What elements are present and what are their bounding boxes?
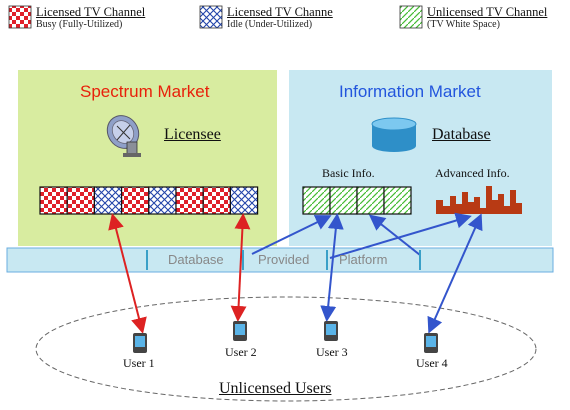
platform-crossings: [146, 250, 421, 270]
white-space-channel: [383, 186, 412, 215]
database-label: Database: [432, 126, 491, 143]
arrow-licensee-user1: [108, 213, 147, 334]
arrow-basic-user4: [368, 214, 421, 256]
legend-subtitle-busy: Busy (Fully-Utilized): [36, 19, 123, 30]
licensee-label: Licensee: [164, 126, 221, 143]
platform-word-database: Database: [168, 252, 224, 267]
platform-word-platform: Platform: [339, 252, 388, 267]
basic-info-channel-bar: [302, 186, 412, 215]
platform-word-provided: Provided: [258, 252, 310, 267]
white-space-channel: [329, 186, 358, 215]
busy-channel: [66, 186, 95, 215]
user-4-label: User 4: [416, 356, 448, 370]
basic-info-label: Basic Info.: [322, 166, 375, 180]
legend-title-busy: Licensed TV Channel: [36, 5, 146, 19]
unlicensed-users-label: Unlicensed Users: [219, 380, 332, 397]
user-2-label: User 2: [225, 345, 257, 359]
white-space-channel: [356, 186, 385, 215]
legend-title-white-space: Unlicensed TV Channel: [427, 5, 548, 19]
busy-channel: [175, 186, 204, 215]
satellite-dish-icon: [106, 115, 141, 157]
legend-title-idle: Licensed TV Channe: [227, 5, 333, 19]
legend-swatch-idle: [199, 5, 223, 29]
legend-swatch-white-space: [399, 5, 423, 29]
advanced-info-label: Advanced Info.: [435, 166, 510, 180]
unlicensed-users-ellipse: [35, 296, 537, 402]
white-space-channel: [302, 186, 331, 215]
idle-channel: [93, 186, 123, 215]
arrow-advanced-user4: [427, 213, 483, 334]
idle-channel: [148, 186, 177, 215]
information-market-title: Information Market: [339, 82, 481, 101]
user-3-label: User 3: [316, 345, 348, 359]
busy-channel: [120, 186, 150, 215]
legend-subtitle-white-space: (TV White Space): [427, 19, 500, 30]
busy-channel: [39, 186, 68, 215]
busy-channel: [202, 186, 231, 215]
legend-subtitle-idle: Idle (Under-Utilized): [227, 19, 313, 30]
phone-icon-user3: [324, 321, 338, 341]
user-1-label: User 1: [123, 356, 155, 370]
spectrum-market-title: Spectrum Market: [80, 82, 210, 101]
database-icon: [371, 117, 417, 152]
phone-icon-user2: [233, 321, 247, 341]
arrow-basic-user2: [251, 215, 332, 255]
advanced-info-icon: [436, 186, 522, 214]
arrow-basic-user3: [320, 213, 344, 322]
phone-icon-user4: [424, 333, 438, 353]
legend-swatch-busy: [8, 5, 32, 29]
arrow-licensee-user2: [230, 213, 251, 322]
phone-icon-user1: [133, 333, 147, 353]
licensed-channel-bar: [39, 186, 259, 215]
idle-channel: [229, 186, 259, 215]
